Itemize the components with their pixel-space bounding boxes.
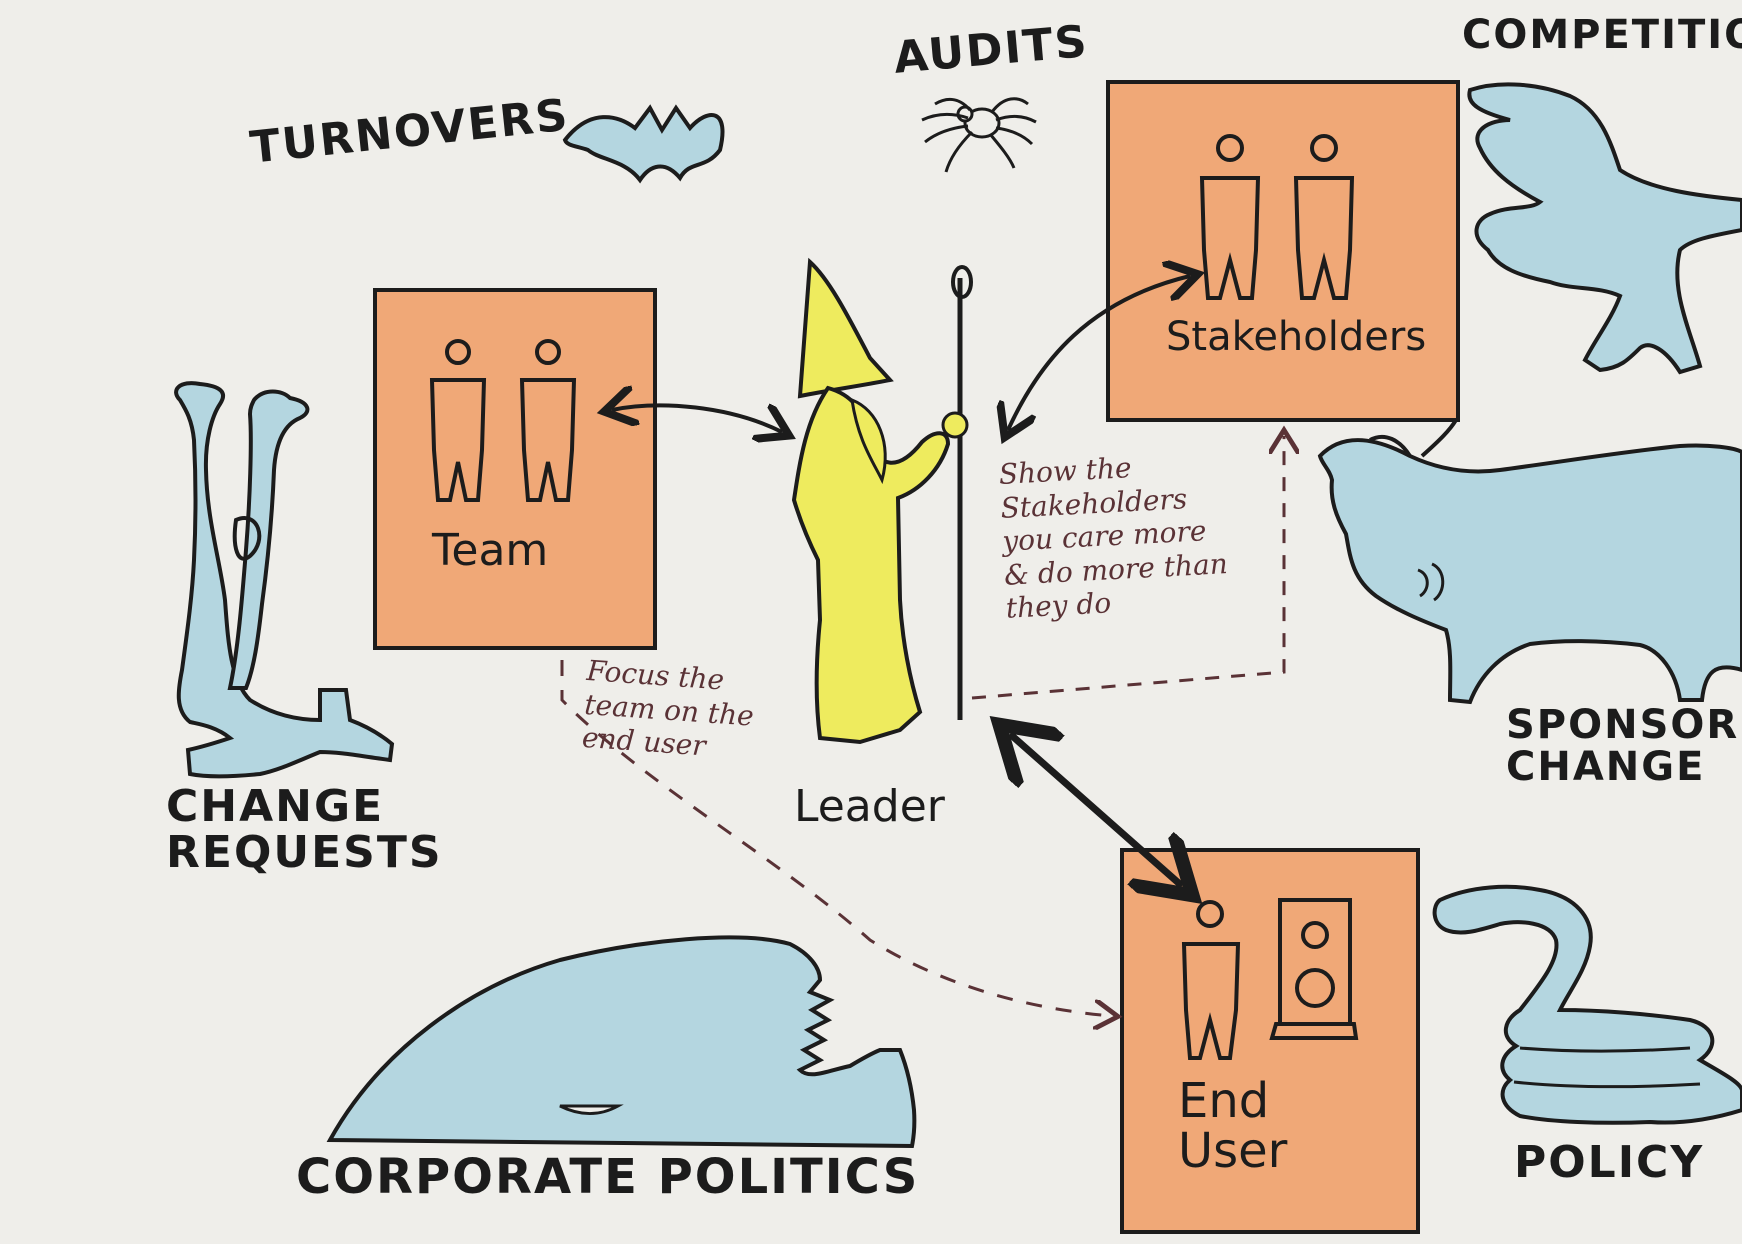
competition-label: COMPETITIO (1462, 12, 1742, 58)
team-leader-arrow (612, 405, 782, 432)
bull-icon (1317, 418, 1742, 705)
leader-stakeholders-dashed-arrow (971, 436, 1284, 700)
show-stakeholders-note: Show the Stakeholders you care more & do… (998, 451, 1229, 626)
wizard-icon (791, 257, 973, 745)
team-label: Team (432, 525, 549, 576)
whale-shark-icon (326, 935, 917, 1149)
corporate-politics-label: CORPORATE POLITICS (296, 1149, 920, 1205)
team-end-user-dashed-arrow (560, 660, 1112, 1016)
leader-label: Leader (794, 781, 945, 832)
change-requests-label: CHANGE REQUESTS (166, 781, 443, 879)
coiled-snake-icon (1432, 884, 1742, 1125)
end-user-label: End User (1178, 1073, 1288, 1180)
spider-icon (921, 97, 1037, 173)
focus-note: Focus the team on the end user (581, 654, 755, 763)
end-user-box (1120, 848, 1420, 1234)
bat-icon (562, 104, 725, 184)
sponsor-change-label: SPONSOR CHANGE (1506, 702, 1740, 790)
stakeholders-box (1106, 80, 1460, 422)
person-icon (429, 339, 577, 502)
snake-monster-icon (174, 381, 395, 779)
policy-label: POLICY (1514, 1137, 1705, 1188)
bear-icon (1467, 82, 1742, 375)
team-box (373, 288, 657, 650)
stakeholders-label: Stakeholders (1166, 314, 1427, 360)
leader-stakeholders-arrow (1008, 276, 1190, 430)
leader-end-user-arrow (1010, 734, 1182, 886)
